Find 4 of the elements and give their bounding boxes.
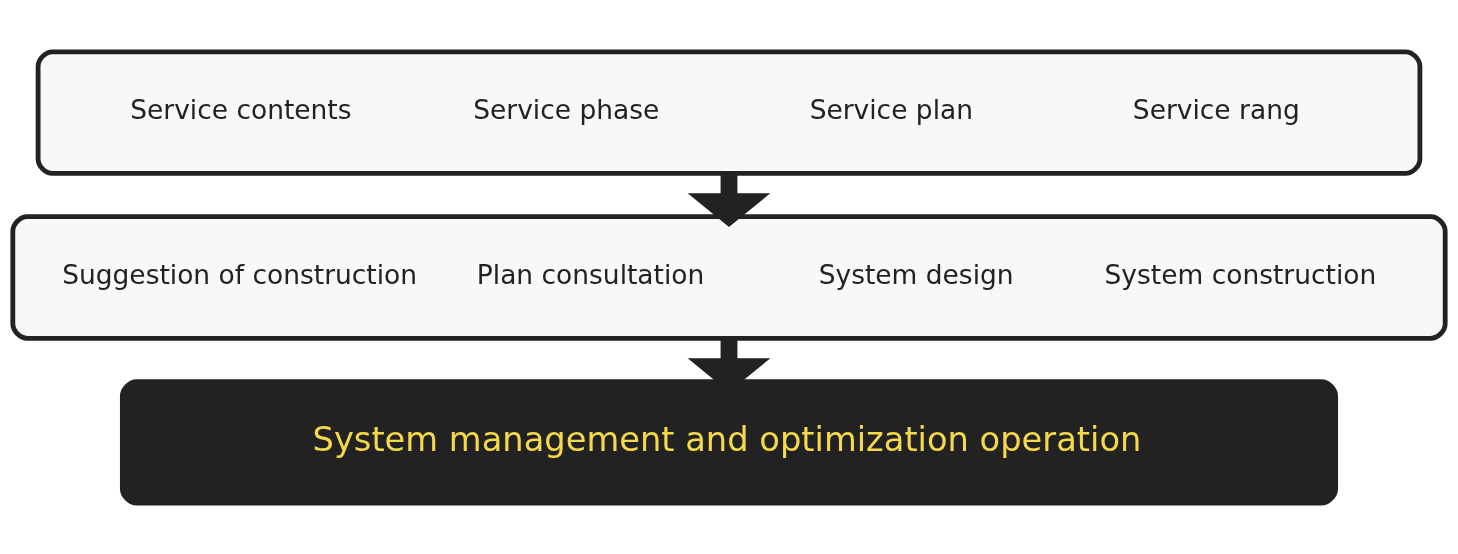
node-box: Service contents Service phase Service plan Service rang <box>35 48 1423 176</box>
node-box: System management and optimization operation <box>119 378 1339 506</box>
arrow <box>687 172 771 227</box>
node-box: Suggestion of construction Plan consultation System design System construction <box>10 213 1448 341</box>
